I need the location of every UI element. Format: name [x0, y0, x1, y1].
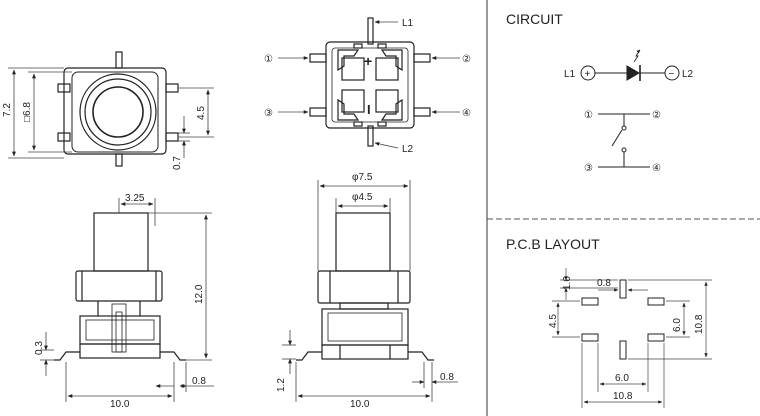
label-L1: L1: [402, 18, 414, 29]
circuit-pin-4: ④: [652, 163, 661, 174]
circuit-L2: L2: [682, 69, 694, 80]
circuit-led-minus: −: [669, 69, 675, 80]
circuit-led-plus: +: [585, 69, 591, 80]
dim-pin-width-07: 0.7: [172, 156, 183, 170]
circuit-pin-3: ③: [584, 163, 593, 174]
pin-label-1: ①: [264, 54, 273, 65]
dim-base-height: 1.2: [276, 378, 287, 392]
dim-pin-pitch-45: 4.5: [196, 106, 207, 120]
pcb-dim-60-right: 6.0: [672, 318, 683, 332]
dim-height-72: 7.2: [2, 103, 13, 117]
top-right-view: [309, 17, 431, 147]
dim-square-68: □6.8: [22, 102, 33, 122]
pcb-dim-60-bottom: 6.0: [615, 373, 629, 384]
top-left-dimensions: [8, 67, 214, 159]
circuit-pin-1: ①: [584, 110, 593, 121]
minus-mark: I: [367, 102, 371, 117]
pcb-dim-gap-1: 1.0: [562, 276, 573, 290]
circuit-title: CIRCUIT: [506, 11, 563, 27]
dim-body-width-left: 10.0: [110, 399, 130, 410]
dim-outer-dia: φ7.5: [352, 172, 373, 183]
pcb-pads: [581, 279, 665, 360]
pcb-dimensions: [552, 268, 712, 408]
pcb-dim-108-bottom: 10.8: [613, 391, 633, 402]
pin-label-2: ②: [462, 54, 471, 65]
bottom-left-dimensions: [40, 198, 214, 402]
pcb-title: P.C.B LAYOUT: [506, 236, 600, 252]
bottom-right-dimensions: [282, 180, 458, 402]
circuit-pin-2: ②: [652, 110, 661, 121]
pin-label-4: ④: [462, 108, 471, 119]
dim-lead-left: 0.8: [192, 376, 206, 387]
top-right-leaders: [278, 20, 460, 149]
bottom-left-view: [54, 212, 186, 361]
dim-lead-right: 0.8: [440, 372, 454, 383]
switch-symbol: [598, 113, 650, 168]
label-L2: L2: [402, 144, 414, 155]
dim-total-height: 12.0: [194, 284, 205, 304]
pcb-dim-108-right: 10.8: [694, 314, 705, 334]
led-symbol: [580, 49, 680, 81]
pcb-dim-pad-08: 0.8: [597, 278, 611, 289]
dim-standoff: 0.3: [34, 341, 45, 355]
pin-label-3: ③: [264, 108, 273, 119]
plus-mark: +: [364, 53, 372, 69]
dim-body-width-right: 10.0: [350, 399, 370, 410]
dim-cap-width: 3.25: [125, 193, 145, 204]
dim-cap-dia: φ4.5: [352, 192, 373, 203]
top-left-view: [57, 51, 179, 167]
pcb-dim-45: 4.5: [548, 314, 559, 328]
bottom-right-view: [296, 212, 434, 361]
circuit-L1: L1: [564, 69, 576, 80]
